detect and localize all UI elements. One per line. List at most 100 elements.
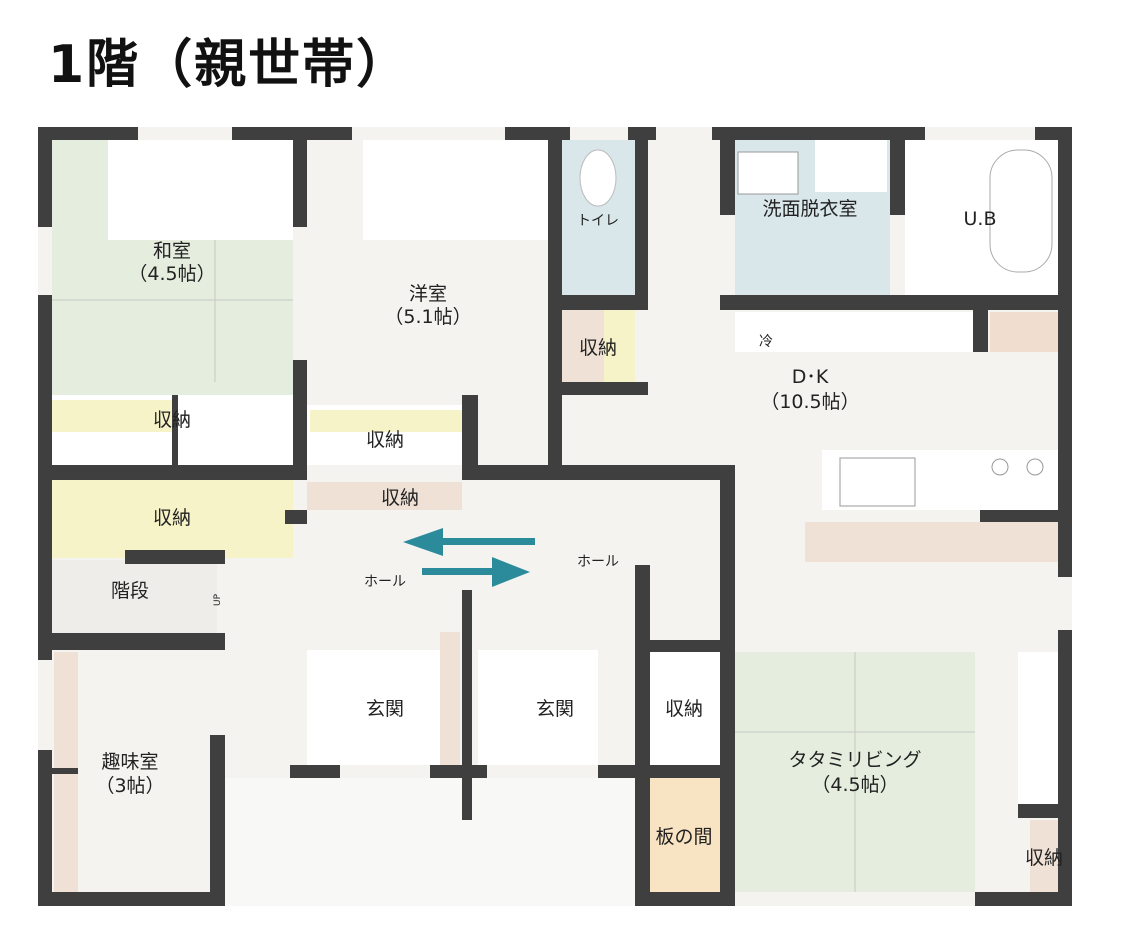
stove-icon	[1026, 458, 1044, 476]
wall	[210, 735, 225, 906]
wall	[635, 892, 735, 906]
stove-icon	[991, 458, 1009, 476]
shumi-size: （3帖）	[95, 775, 164, 797]
ub-label: U.B	[964, 208, 997, 230]
kitchen-sink-icon	[839, 457, 916, 507]
wall	[430, 765, 487, 778]
youshitsu-label: 洋室	[409, 283, 447, 305]
porch	[225, 778, 635, 906]
wall	[973, 310, 988, 352]
wall	[285, 510, 307, 524]
wall	[462, 590, 472, 820]
youshitsu-size: （5.1帖）	[384, 306, 471, 328]
page-title: 1階（親世帯）	[48, 35, 411, 95]
fridge-label: 冷	[759, 334, 773, 350]
wall	[635, 127, 648, 295]
washitsu-label: 和室	[153, 240, 191, 262]
wall	[38, 768, 78, 774]
shoe-shelf	[440, 632, 460, 765]
wall	[38, 633, 225, 650]
genkan-left-area	[307, 650, 447, 765]
sink-icon	[737, 151, 799, 195]
senmen-label: 洗面脱衣室	[762, 198, 857, 220]
storage-washitsu-label: 収納	[153, 409, 191, 431]
tatami-living-size: （4.5帖）	[811, 774, 898, 796]
tatami-living-label: タタミリビング	[788, 749, 921, 771]
wall	[462, 395, 478, 480]
wall	[548, 382, 648, 395]
storage-shelf	[52, 400, 172, 432]
storage-left-label: 収納	[153, 507, 191, 529]
storage-youshitsu-label: 収納	[366, 429, 404, 451]
stairs-area	[52, 560, 217, 633]
wall	[38, 127, 52, 227]
hall-left-label: ホール	[364, 574, 406, 590]
wall	[293, 127, 307, 227]
toilet-label: トイレ	[577, 213, 619, 229]
wall	[975, 892, 1072, 906]
wall	[720, 480, 735, 640]
right-closet	[1018, 652, 1058, 804]
wall	[290, 765, 340, 778]
dk-counter-back	[735, 312, 973, 352]
dk-label: D･K	[792, 366, 829, 388]
walls	[38, 127, 1072, 906]
flow-arrow-left	[403, 528, 535, 556]
storage-right-label: 収納	[1025, 847, 1063, 869]
stairs-label: 階段	[111, 580, 149, 602]
itanoma-area	[650, 778, 720, 892]
left-storage-area	[52, 480, 293, 558]
wall	[38, 892, 225, 906]
wall	[548, 127, 562, 395]
washer-space	[815, 140, 887, 192]
storage-wc-label: 収納	[579, 337, 617, 359]
shumi-label: 趣味室	[101, 751, 158, 773]
itanoma-label: 板の間	[655, 826, 712, 848]
washitsu-closet-top	[108, 140, 293, 240]
wall	[720, 295, 1072, 310]
shumi-area	[52, 650, 210, 892]
wall	[712, 127, 925, 140]
kitchen-bar	[805, 522, 1058, 562]
wall	[1018, 804, 1058, 818]
wall	[172, 395, 178, 465]
genkan-right-area	[478, 650, 598, 765]
wall	[548, 395, 562, 465]
stairs-up-label: UP	[213, 593, 223, 606]
wall	[980, 510, 1058, 522]
wall	[462, 465, 735, 480]
wall	[125, 550, 225, 564]
washitsu-size: （4.5帖）	[128, 263, 215, 285]
wall	[38, 465, 307, 480]
wall	[890, 127, 905, 215]
wall	[720, 652, 735, 906]
wall	[635, 640, 735, 652]
wall	[38, 127, 138, 140]
wall	[38, 750, 52, 906]
wall	[293, 360, 307, 470]
right-storage-area	[1030, 820, 1058, 892]
wall	[1058, 127, 1072, 577]
wall	[548, 295, 648, 310]
storage-hall-label: 収納	[381, 487, 419, 509]
flow-arrow-right	[422, 557, 530, 587]
hall-storage-area	[307, 482, 462, 510]
storage-shelf	[562, 310, 604, 382]
storage-genkan-label: 収納	[665, 698, 703, 720]
genkan-left-label: 玄関	[366, 698, 404, 720]
wall	[720, 127, 735, 215]
storage-shelf	[310, 410, 462, 432]
genkan-right-label: 玄関	[536, 698, 574, 720]
wall	[1058, 630, 1072, 906]
dk-pantry	[990, 312, 1058, 352]
wall	[635, 565, 650, 906]
youshitsu-closet-top	[363, 140, 548, 240]
wall	[232, 127, 352, 140]
bathtub-icon	[989, 149, 1053, 273]
hall-right-label: ホール	[577, 554, 619, 570]
wall	[598, 765, 735, 778]
dk-size: （10.5帖）	[760, 391, 859, 413]
genkan-storage-area	[650, 652, 720, 765]
